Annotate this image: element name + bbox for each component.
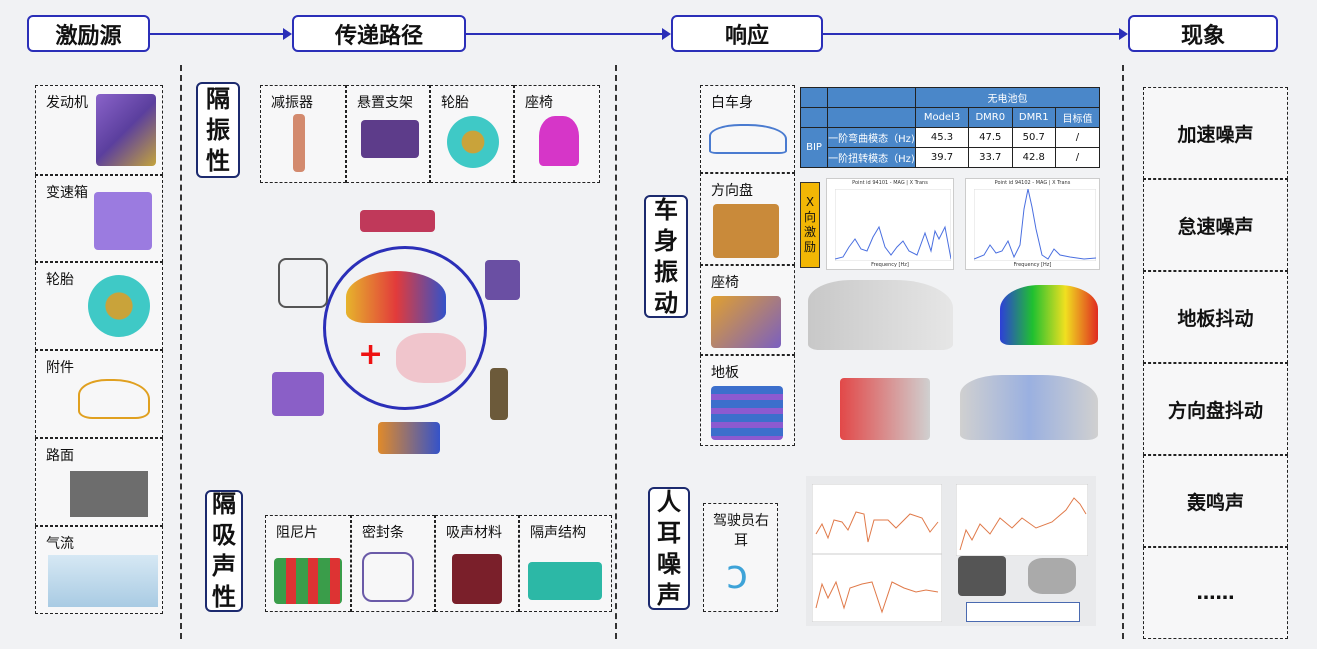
item-label: 轮胎: [441, 95, 469, 111]
response-body-in-white: 白车身: [700, 85, 795, 173]
item-label: 阻尼片: [276, 525, 318, 541]
noise-results-panel: [806, 476, 1096, 626]
item-label: 减振器: [271, 95, 313, 111]
phenomenon-floor-shake: 地板抖动: [1143, 271, 1288, 363]
phenomenon-acceleration-noise: 加速噪声: [1143, 87, 1288, 179]
phenomenon-booming: 轰鸣声: [1143, 455, 1288, 547]
tire-image: [447, 116, 499, 168]
absorption-sound-barrier: 隔声结构: [519, 515, 612, 612]
source-label: 路面: [46, 448, 74, 464]
seat-mode-plot: [840, 378, 930, 440]
ear-icon: ɔ: [726, 552, 748, 598]
isolation-mount-bracket: 悬置支架: [346, 85, 430, 183]
steering-column-image: [490, 368, 508, 420]
divider: [180, 65, 182, 639]
source-airflow: 气流: [35, 526, 163, 614]
ear-noise-title: 人耳噪声: [648, 487, 690, 610]
noise-result-table: [966, 602, 1080, 622]
flow-arrow: [823, 28, 1128, 40]
floor-image: [711, 386, 783, 440]
absorption-seal-strip: 密封条: [351, 515, 435, 612]
item-label: 座椅: [525, 95, 553, 111]
isolation-tire: 轮胎: [430, 85, 514, 183]
header-phenomenon: 现象: [1128, 15, 1278, 52]
transmission-image: [94, 192, 152, 250]
item-label: 地板: [711, 365, 739, 381]
source-label: 变速箱: [46, 185, 88, 201]
flow-arrow: [466, 28, 671, 40]
seal-strip-image: [362, 552, 414, 602]
response-steering-wheel: 方向盘: [700, 173, 795, 265]
response-seat: 座椅: [700, 265, 795, 355]
suspension-image: [278, 258, 328, 308]
mount-image: [361, 120, 419, 158]
phenomenon-more: ……: [1143, 547, 1288, 639]
source-label: 轮胎: [46, 272, 74, 288]
item-label: 吸声材料: [446, 525, 502, 541]
damper-image: [293, 114, 305, 172]
frf-chart-1: Point id 94101 - MAG | X Trans Frequency…: [826, 178, 954, 270]
seat-image: [539, 116, 579, 166]
sensor-location-image: [958, 556, 1006, 596]
absorption-damping-sheet: 阻尼片: [265, 515, 351, 612]
steering-image: [713, 204, 779, 258]
sound-barrier-image: [528, 562, 602, 600]
phenomenon-idle-noise: 怠速噪声: [1143, 179, 1288, 271]
phenomenon-steering-shake: 方向盘抖动: [1143, 363, 1288, 455]
source-tire: 轮胎: [35, 262, 163, 350]
engine-image: [96, 94, 156, 166]
absorption-material-image: [452, 554, 502, 604]
item-label: 驾驶员右耳: [713, 513, 769, 549]
source-label: 发动机: [46, 95, 88, 111]
sound-absorption-title: 隔吸声性: [205, 490, 243, 612]
seat-image: [711, 296, 781, 348]
item-label: 隔声结构: [530, 525, 586, 541]
isolation-damper: 减振器: [260, 85, 346, 183]
floor-parts-image: [378, 422, 440, 454]
floor-mode-plot: [960, 375, 1098, 440]
source-label: 附件: [46, 360, 74, 376]
tire-image: [88, 275, 150, 337]
seats-image: [272, 372, 324, 416]
isolation-seat: 座椅: [514, 85, 600, 183]
road-image: [70, 471, 148, 517]
item-label: 白车身: [711, 95, 753, 111]
item-label: 座椅: [711, 275, 739, 291]
airflow-image: [48, 555, 158, 607]
plus-icon: +: [358, 337, 384, 372]
body-frame-image: [360, 210, 435, 232]
divider: [615, 65, 617, 639]
absorption-material: 吸声材料: [435, 515, 519, 612]
damping-sheet-image: [274, 558, 342, 604]
source-label: 气流: [46, 536, 74, 552]
item-label: 悬置支架: [357, 95, 413, 111]
divider: [1122, 65, 1124, 639]
header-transfer-path: 传递路径: [292, 15, 466, 52]
item-label: 方向盘: [711, 183, 753, 199]
source-transmission: 变速箱: [35, 175, 163, 262]
header-response: 响应: [671, 15, 823, 52]
response-floor: 地板: [700, 355, 795, 446]
vehicle-circle: +: [323, 246, 487, 410]
frf-chart-2: Point id 94102 - MAG | X Trans Frequency…: [965, 178, 1100, 270]
body-vibration-title: 车身振动: [644, 195, 688, 318]
vibration-isolation-title: 隔振性: [196, 82, 240, 178]
flow-arrow: [150, 28, 292, 40]
body-mode-plot-1: [808, 280, 953, 350]
vehicle-image: [346, 271, 446, 323]
vehicle-interior-image: [396, 333, 466, 383]
source-engine: 发动机: [35, 85, 163, 175]
body-mode-plot-2: [1000, 285, 1098, 345]
vehicle-location-image: [1028, 558, 1076, 594]
part-image: [485, 260, 520, 300]
body-image: [709, 124, 787, 154]
header-excitation-source: 激励源: [27, 15, 150, 52]
accessories-image: [78, 379, 150, 419]
source-road: 路面: [35, 438, 163, 526]
item-label: 密封条: [362, 525, 404, 541]
source-accessories: 附件: [35, 350, 163, 438]
